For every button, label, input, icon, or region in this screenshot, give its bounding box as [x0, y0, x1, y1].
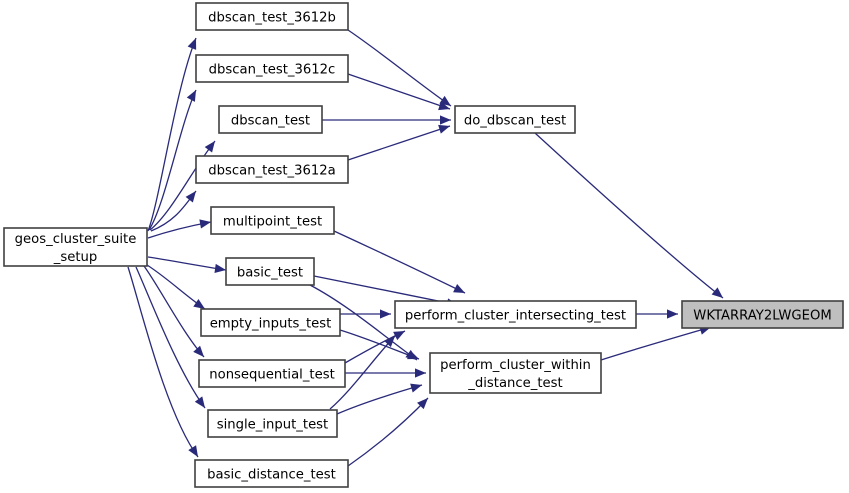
arrowhead: [199, 219, 211, 229]
node-box-dbscan_test_3612a[interactable]: [195, 155, 349, 184]
node-nonsequential_test[interactable]: nonsequential_test: [198, 359, 346, 388]
node-box-WKTARRAY2LWGEOM[interactable]: [681, 300, 844, 329]
arrowhead: [204, 141, 215, 153]
edge-geos_cluster_suite_setup-to-single_input_test: [135, 266, 206, 409]
edge-geos_cluster_suite_setup-to-nonsequential_test: [143, 265, 205, 358]
arrowhead: [384, 336, 395, 348]
arrowhead: [711, 287, 723, 298]
node-box-basic_test[interactable]: [225, 257, 315, 286]
node-label-basic_test: basic_test: [237, 266, 303, 281]
arrowhead: [185, 191, 196, 203]
edge-basic_test-to-perform_cluster_within_distance_test: [309, 284, 418, 361]
edge-geos_cluster_suite_setup-to-dbscan_test_3612b: [147, 37, 197, 232]
arrowhead: [667, 309, 678, 319]
arrowhead: [193, 299, 205, 309]
arrowhead: [453, 284, 465, 293]
arrowhead: [187, 38, 197, 50]
node-box-nonsequential_test[interactable]: [198, 359, 346, 388]
edge-dbscan_test_3612c-to-do_dbscan_test: [347, 73, 451, 110]
node-basic_test[interactable]: basic_test: [225, 257, 315, 286]
edge-geos_cluster_suite_setup-to-basic_test: [147, 256, 227, 271]
arrowheads-layer: [185, 38, 723, 457]
node-label-perform_cluster_within_distance_test-line1: perform_cluster_within: [440, 358, 591, 373]
arrowhead: [188, 445, 198, 457]
nodes-layer: geos_cluster_suite _setup dbscan_test_3612…: [3, 2, 844, 488]
node-label-nonsequential_test: nonsequential_test: [209, 368, 334, 383]
arrowhead: [186, 90, 196, 102]
node-label-basic_distance_test: basic_distance_test: [207, 468, 336, 483]
node-WKTARRAY2LWGEOM[interactable]: WKTARRAY2LWGEOM: [681, 300, 844, 329]
node-label-do_dbscan_test: do_dbscan_test: [464, 114, 566, 129]
node-label-perform_cluster_intersecting_test: perform_cluster_intersecting_test: [405, 309, 626, 324]
edge-multipoint_test-to-perform_cluster_intersecting_test: [333, 230, 466, 294]
node-dbscan_test_3612b[interactable]: dbscan_test_3612b: [195, 2, 349, 31]
arrowhead: [214, 263, 226, 274]
node-label-dbscan_test: dbscan_test: [231, 114, 310, 129]
edge-do_dbscan_test-to-WKTARRAY2LWGEOM: [534, 132, 724, 299]
node-single_input_test[interactable]: single_input_test: [207, 409, 338, 438]
node-box-basic_distance_test[interactable]: [194, 459, 349, 488]
edge-geos_cluster_suite_setup-to-dbscan_test: [149, 140, 216, 231]
node-label-geos_cluster_suite_setup-line1: geos_cluster_suite: [15, 232, 137, 247]
node-perform_cluster_within_distance_test[interactable]: perform_cluster_within _distance_test: [429, 352, 602, 394]
node-label-perform_cluster_within_distance_test-line2: _distance_test: [467, 376, 562, 391]
edge-dbscan_test_3612b-to-do_dbscan_test: [347, 29, 452, 107]
node-dbscan_test_3612a[interactable]: dbscan_test_3612a: [195, 155, 349, 184]
node-geos_cluster_suite_setup[interactable]: geos_cluster_suite _setup: [3, 227, 148, 267]
edge-geos_cluster_suite_setup-to-basic_distance_test: [127, 266, 199, 458]
arrowhead: [193, 345, 204, 357]
node-box-perform_cluster_within_distance_test[interactable]: [429, 352, 602, 394]
node-dbscan_test[interactable]: dbscan_test: [218, 105, 323, 134]
arrowhead: [438, 124, 450, 134]
node-label-dbscan_test_3612c: dbscan_test_3612c: [209, 63, 336, 78]
arrowhead: [410, 383, 422, 393]
edge-basic_distance_test-to-perform_cluster_within_distance_test: [347, 397, 429, 467]
node-box-dbscan_test[interactable]: [218, 105, 323, 134]
node-label-empty_inputs_test: empty_inputs_test: [210, 317, 332, 332]
edge-perform_cluster_within_distance_test-to-WKTARRAY2LWGEOM: [600, 326, 712, 361]
node-box-empty_inputs_test[interactable]: [200, 308, 341, 337]
node-label-dbscan_test_3612a: dbscan_test_3612a: [208, 164, 335, 179]
node-box-dbscan_test_3612b[interactable]: [195, 2, 349, 31]
node-multipoint_test[interactable]: multipoint_test: [210, 206, 335, 235]
node-box-geos_cluster_suite_setup[interactable]: [3, 227, 148, 267]
arrowhead: [407, 350, 419, 360]
node-dbscan_test_3612c[interactable]: dbscan_test_3612c: [195, 54, 349, 83]
arrowhead: [438, 101, 450, 111]
edge-geos_cluster_suite_setup-to-dbscan_test_3612c: [148, 89, 197, 231]
arrowhead: [415, 368, 426, 378]
edge-dbscan_test_3612a-to-do_dbscan_test: [347, 125, 451, 161]
arrowhead: [194, 396, 205, 408]
node-label-WKTARRAY2LWGEOM: WKTARRAY2LWGEOM: [693, 309, 831, 324]
node-do_dbscan_test[interactable]: do_dbscan_test: [454, 105, 576, 134]
node-empty_inputs_test[interactable]: empty_inputs_test: [200, 308, 341, 337]
node-box-single_input_test[interactable]: [207, 409, 338, 438]
node-label-geos_cluster_suite_setup-line2: _setup: [53, 250, 97, 265]
node-label-multipoint_test: multipoint_test: [223, 215, 322, 230]
arrowhead: [440, 115, 451, 125]
node-label-single_input_test: single_input_test: [217, 418, 328, 433]
node-box-do_dbscan_test[interactable]: [454, 105, 576, 134]
arrowhead: [417, 398, 428, 410]
arrowhead: [380, 309, 391, 319]
arrowhead: [393, 331, 405, 341]
node-box-dbscan_test_3612c[interactable]: [195, 54, 349, 83]
node-box-multipoint_test[interactable]: [210, 206, 335, 235]
node-label-dbscan_test_3612b: dbscan_test_3612b: [208, 11, 336, 26]
node-perform_cluster_intersecting_test[interactable]: perform_cluster_intersecting_test: [394, 300, 637, 329]
node-basic_distance_test[interactable]: basic_distance_test: [194, 459, 349, 488]
node-box-perform_cluster_intersecting_test[interactable]: [394, 300, 637, 329]
